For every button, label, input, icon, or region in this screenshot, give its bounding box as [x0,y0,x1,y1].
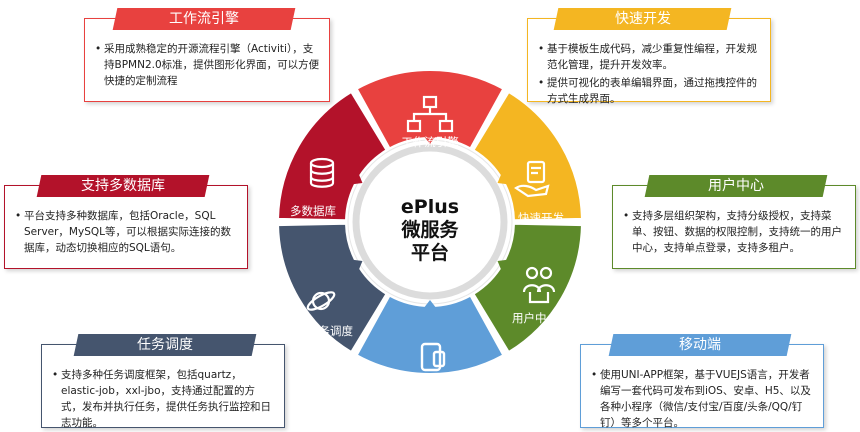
card-quick-dev: 快速开发 基于模板生成代码，减少重复性编程，开发规范化管理，提升开发效率。 提供… [527,8,771,105]
ring-segment-mobile [355,294,505,375]
mobile-device-icon [420,342,446,372]
card-mobile: 移动端 使用UNI-APP框架，基于VUEJS语言，开发者编写一套代码可发布到i… [580,334,824,431]
ring-arrow-multi-db [352,173,363,185]
card-quick-dev-item: 基于模板生成代码，减少重复性编程，开发规范化管理，提升开发效率。 [538,41,762,73]
center-title-line1: ePlus [400,196,460,218]
card-quick-dev-item: 提供可视化的表单编辑界面，通过拖拽控件的方式生成界面。 [538,75,762,107]
card-user-center: 用户中心 支持多层组织架构，支持分级授权，支持菜单、按钮、数据的权限控制，支持统… [612,175,856,269]
card-task: 任务调度 支持多种任务调度框架，包括quartz，elastic-job，xxl… [41,334,285,431]
segment-label-task: 任务调度 [307,324,353,338]
card-task-item: 支持多种任务调度框架，包括quartz，elastic-job，xxl-jbo，… [52,367,276,431]
segment-label-multi-db: 多数据库 [290,204,336,218]
hand-document-icon [514,160,550,198]
ring-arrow-user-center [497,259,508,271]
ring-arrow-task [352,259,363,271]
card-mobile-item: 使用UNI-APP框架，基于VUEJS语言，开发者编写一套代码可发布到iOS、安… [591,367,815,431]
user-group-icon [522,266,556,304]
card-workflow-title: 工作流引擎 [112,8,296,30]
segment-label-user-center: 用户中心 [512,311,558,325]
segment-label-quick-dev: 快速开发 [518,211,564,225]
ring-arrow-quick-dev [497,173,508,185]
ring-arrow-mobile [424,300,436,308]
database-icon [309,157,335,188]
card-workflow-item: 采用成熟稳定的开源流程引擎（Activiti），支持BPMN2.0标准，提供图形… [95,41,321,89]
card-user-center-title: 用户中心 [644,175,828,197]
ring-segment-quick-dev [472,90,583,222]
center-title-line2: 微服务 [401,219,459,241]
hierarchy-icon [406,95,454,133]
ring-segment-user-center [472,222,583,354]
ring-segment-multi-db [277,90,388,222]
segment-label-mobile: 移动端 [412,381,448,395]
segment-label-workflow: 工作流引擎 [401,135,459,149]
card-task-title: 任务调度 [73,334,257,356]
card-multi-db-item: 平台支持多种数据库，包括Oracle，SQL Server，MySQL等，可以根… [15,208,239,256]
ring-arrow-workflow [424,136,436,144]
card-quick-dev-title: 快速开发 [553,8,732,30]
inner-gray-ring [352,144,508,300]
card-multi-db: 支持多数据库 平台支持多种数据库，包括Oracle，SQL Server，MyS… [4,175,248,269]
ring-segment-task [277,222,388,354]
card-user-center-item: 支持多层组织架构，支持分级授权，支持菜单、按钮、数据的权限控制，支持统一的用户中… [623,208,847,256]
center-title: ePlus 微服务 平台 [350,196,510,265]
card-mobile-title: 移动端 [608,334,792,356]
card-multi-db-title: 支持多数据库 [36,175,210,197]
center-title-line3: 平台 [410,242,449,264]
planet-icon [306,291,336,311]
card-workflow: 工作流引擎 采用成熟稳定的开源流程引擎（Activiti），支持BPMN2.0标… [84,8,330,102]
